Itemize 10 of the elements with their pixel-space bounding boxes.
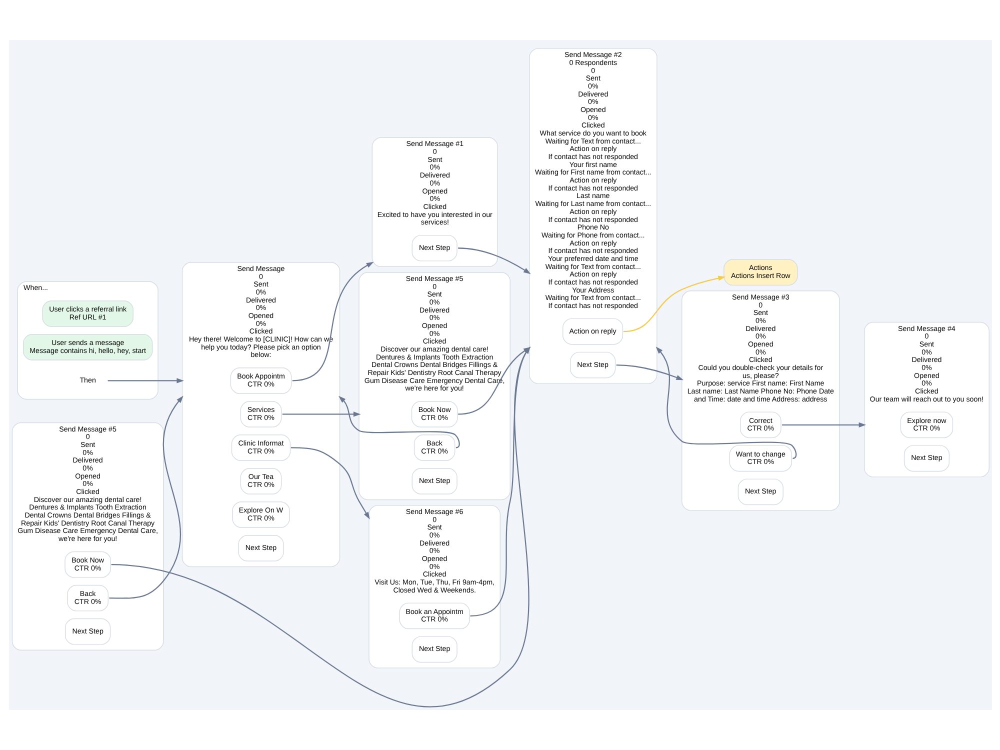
arrow: [616, 364, 683, 380]
arrow: [107, 378, 184, 384]
arrow: [782, 422, 866, 428]
arrow: [290, 447, 370, 520]
arrow: [282, 412, 360, 417]
arrow: [622, 276, 726, 332]
arrow: [292, 262, 374, 382]
arrow: [108, 396, 183, 599]
arrow: [458, 248, 530, 274]
arrow: [655, 346, 796, 459]
